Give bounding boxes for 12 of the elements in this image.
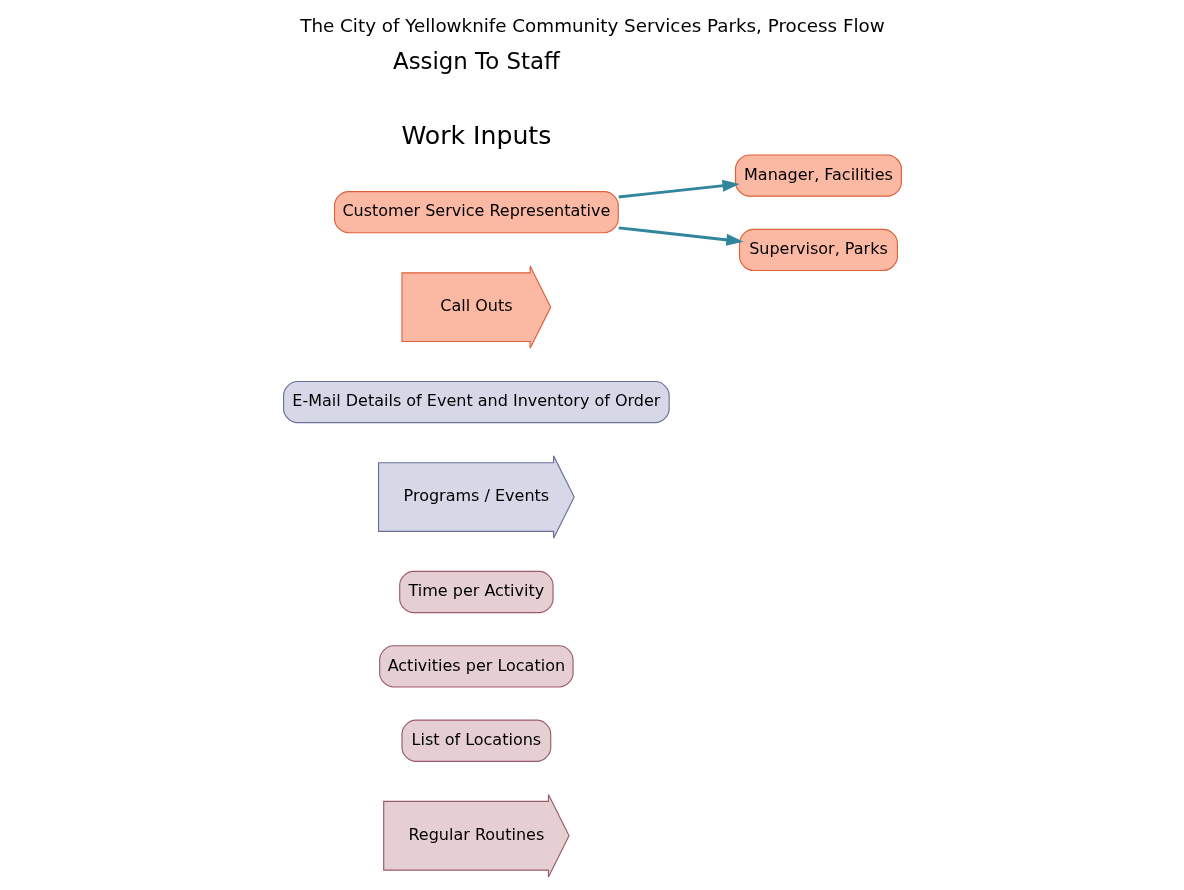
diagram-title: The City of Yellowknife Community Services Parks, Process Flow bbox=[299, 15, 885, 37]
node-box: Customer Service Representative bbox=[333, 191, 619, 234]
arrow bbox=[618, 226, 743, 246]
arrow bbox=[618, 179, 740, 199]
node-box: Activities per Location bbox=[378, 645, 574, 688]
label: Work Inputs bbox=[400, 121, 551, 151]
label: Assign To Staff bbox=[392, 48, 560, 75]
node-box: Supervisor, Parks bbox=[738, 228, 898, 272]
node-box: Manager, Facilities bbox=[734, 154, 902, 197]
node-box: Time per Activity bbox=[398, 570, 554, 614]
node-box: E-Mail Details of Event and Inventory of Order bbox=[282, 380, 670, 424]
node-box: List of Locations bbox=[400, 719, 551, 762]
